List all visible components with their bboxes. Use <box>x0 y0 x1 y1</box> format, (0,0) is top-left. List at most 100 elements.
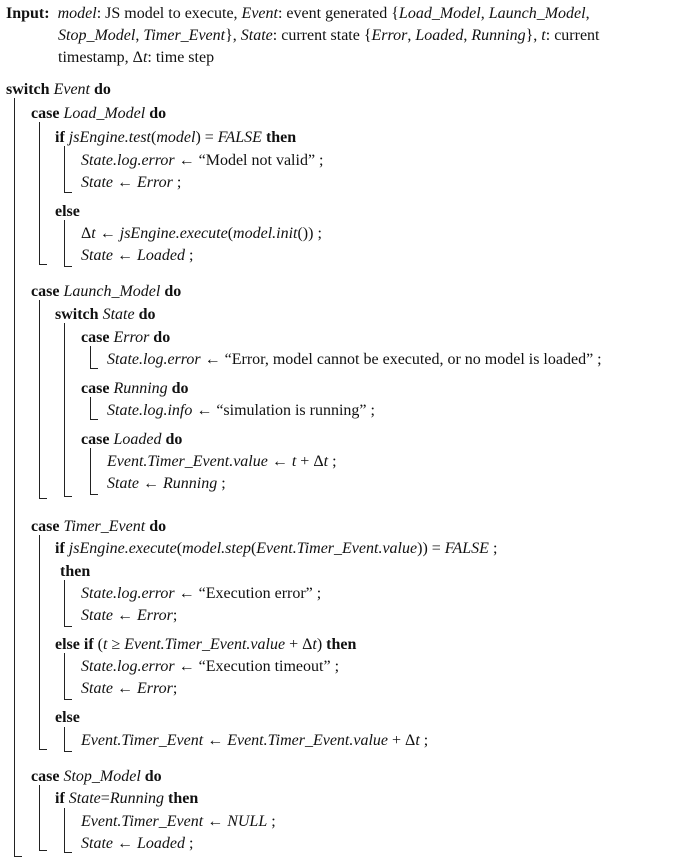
rail-elseif-timeout <box>64 653 72 700</box>
text-segment: ← <box>203 732 228 749</box>
text-segment: + Δ <box>285 636 313 653</box>
text-segment: State <box>102 306 135 323</box>
text-segment: Load_Model <box>63 105 146 122</box>
text-segment: Running <box>163 475 218 492</box>
text-segment: case <box>31 518 64 535</box>
text-segment: case <box>81 431 114 448</box>
input-desc-3: timestamp, Δt: time step <box>58 49 214 66</box>
text-segment: Event.Timer_Event.value <box>227 732 389 749</box>
text-segment: Running <box>109 790 165 807</box>
code-line: if jsEngine.test(model) = FALSE then <box>55 128 296 148</box>
text-segment: then <box>322 636 357 653</box>
text-segment: ← <box>267 453 292 470</box>
text-segment: if <box>55 129 69 146</box>
text-segment: ; <box>419 732 429 749</box>
text-segment: switch <box>6 81 54 98</box>
text-segment: ; <box>185 835 194 852</box>
rail-else-timer <box>64 727 72 752</box>
code-line: State ← Error ; <box>81 173 181 193</box>
text-segment: Load_Model <box>398 5 481 22</box>
text-segment: Error <box>137 174 173 191</box>
text-segment: model.init <box>233 225 298 242</box>
text-segment: ( <box>151 129 157 146</box>
text-segment: State <box>68 790 101 807</box>
text-segment: Event <box>53 81 90 98</box>
input-line-2: Stop_Model, Timer_Event}, State: current… <box>58 26 600 46</box>
text-segment: ( <box>97 636 103 653</box>
code-line: if State=Running then <box>55 789 198 809</box>
text-segment: t <box>312 636 317 653</box>
text-segment: ; <box>172 174 182 191</box>
text-segment: : time step <box>147 49 215 66</box>
text-segment: Event.Timer_Event <box>81 732 204 749</box>
text-segment: do <box>134 306 156 323</box>
text-segment: t <box>415 732 420 749</box>
text-segment: jsEngine.test <box>68 129 151 146</box>
text-segment: Loaded <box>137 835 185 852</box>
code-line: State ← Loaded ; <box>81 834 193 854</box>
text-segment: + Δ <box>296 453 324 470</box>
code-line: Event.Timer_Event.value ← t + Δt ; <box>107 452 337 472</box>
text-segment: else if <box>55 636 98 653</box>
text-segment: ; <box>488 540 498 557</box>
rail-else-load <box>64 220 72 267</box>
text-segment: State.log.info <box>107 402 193 419</box>
text-segment: t <box>291 453 297 470</box>
text-segment: + Δ <box>388 732 416 749</box>
text-segment: State.log.error <box>81 658 175 675</box>
rail-case-launch-model <box>39 300 47 499</box>
input-desc-1: model: JS model to execute, Event: event… <box>58 5 590 22</box>
text-segment: Event.Timer_Event <box>81 813 204 830</box>
rail-case-timer-event <box>39 535 47 750</box>
text-segment: , <box>407 27 416 44</box>
text-segment: Running <box>113 380 168 397</box>
text-segment: case <box>31 283 64 300</box>
text-segment: State.log.error <box>81 585 175 602</box>
text-segment: ← “simulation is running” ; <box>192 402 375 419</box>
text-segment: ← “Model not valid” ; <box>174 152 324 169</box>
text-segment: t <box>323 453 329 470</box>
text-segment: State <box>81 835 113 852</box>
text-segment: Event <box>241 5 278 22</box>
code-line: State.log.error ← “Execution timeout” ; <box>81 657 339 677</box>
text-segment: Stop_Model <box>63 768 141 785</box>
text-segment: ; <box>217 475 226 492</box>
text-segment: Loaded <box>113 431 162 448</box>
text-segment: Timer_Event <box>143 27 226 44</box>
text-segment: else <box>55 709 80 726</box>
text-segment: )) = <box>417 540 445 557</box>
rail-if-running <box>64 808 72 853</box>
text-segment: ← “Execution error” ; <box>174 585 322 602</box>
text-segment: ≥ <box>107 636 125 653</box>
rail-if-test <box>64 146 72 193</box>
rail-case-loaded <box>90 448 98 495</box>
text-segment: model <box>57 5 97 22</box>
text-segment: timestamp, Δ <box>58 49 143 66</box>
rail-switch-event <box>14 98 22 857</box>
text-segment: t <box>541 27 546 44</box>
text-segment: , <box>585 5 590 22</box>
text-segment: else <box>55 203 80 220</box>
text-segment: do <box>167 380 189 397</box>
text-segment: then <box>164 790 199 807</box>
rail-then-exec-error <box>64 580 72 627</box>
text-segment: State.log.error <box>107 351 201 368</box>
text-segment: Launch_Model <box>63 283 161 300</box>
text-segment: Error <box>371 27 408 44</box>
text-segment: Error <box>137 680 173 697</box>
text-segment: then <box>261 129 297 146</box>
text-segment: ← <box>113 680 137 697</box>
text-segment: ← <box>139 475 163 492</box>
text-segment: case <box>31 768 64 785</box>
input-line-3: timestamp, Δt: time step <box>58 48 214 68</box>
text-segment: ; <box>172 607 178 624</box>
text-segment: do <box>140 768 162 785</box>
text-segment: jsEngine.execute <box>119 225 228 242</box>
code-line: State.log.info ← “simulation is running”… <box>107 401 375 421</box>
text-segment: }, <box>525 27 542 44</box>
text-segment: Loaded <box>137 247 185 264</box>
text-segment: ← <box>113 607 137 624</box>
text-segment: ← <box>113 174 137 191</box>
text-segment: if <box>55 790 69 807</box>
text-segment: : JS model to execute, <box>96 5 242 22</box>
